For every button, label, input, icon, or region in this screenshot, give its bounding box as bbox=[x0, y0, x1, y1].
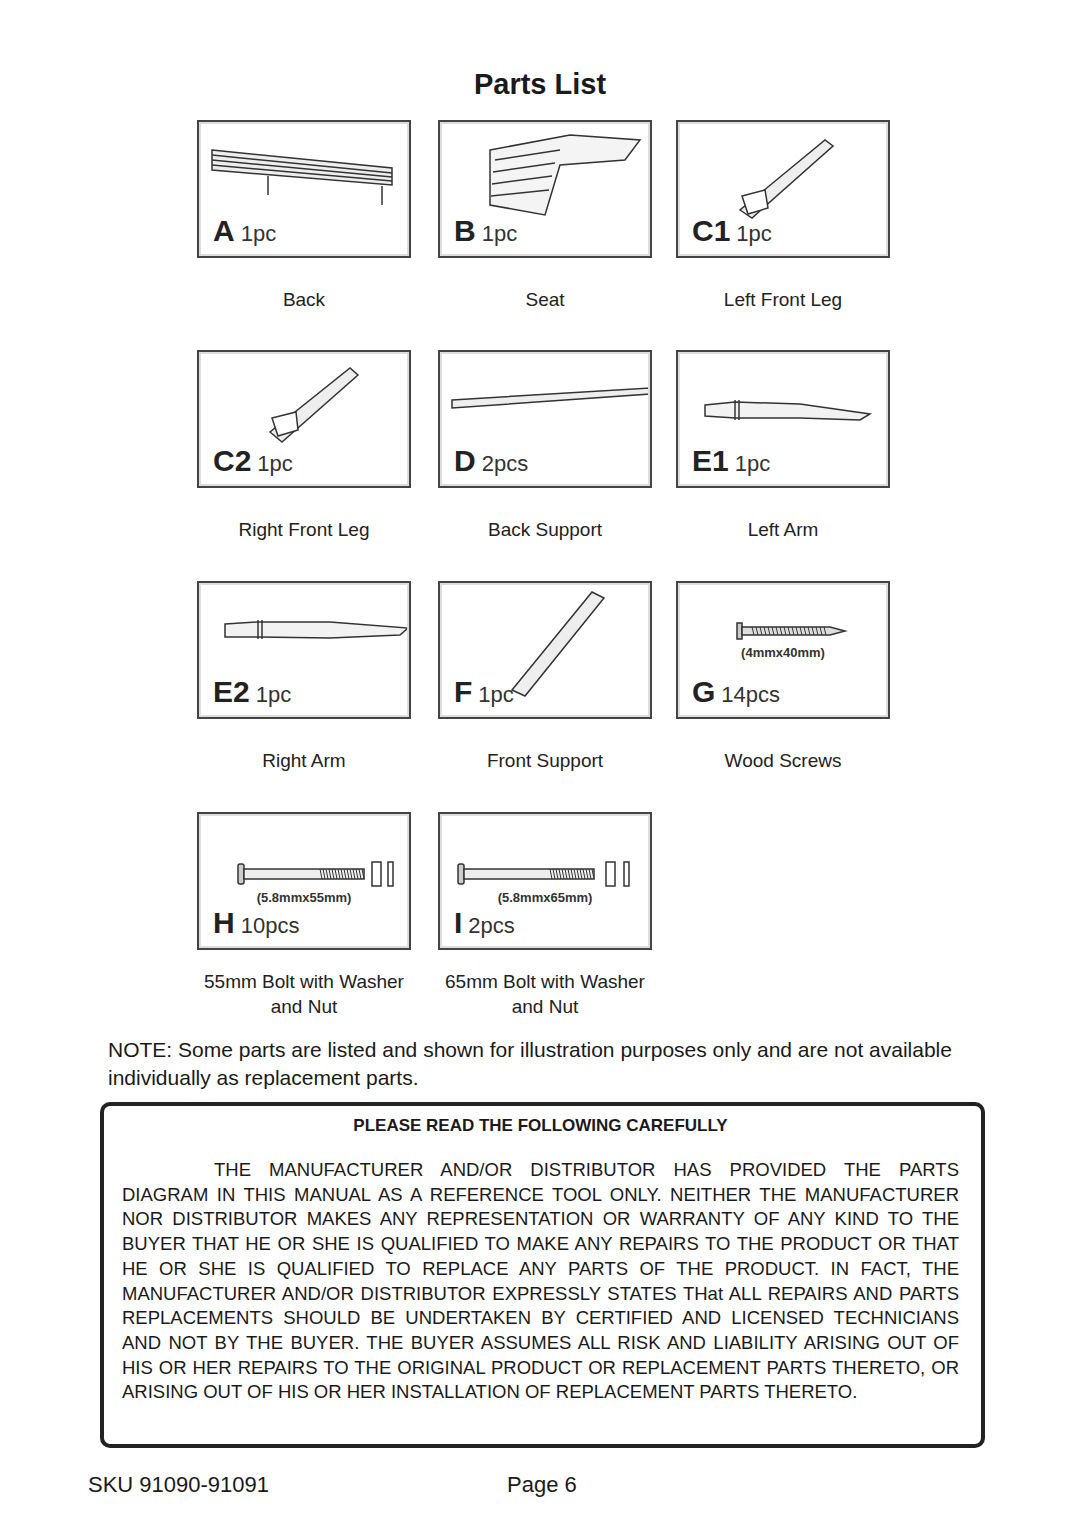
screw-illustration bbox=[737, 623, 845, 639]
callout-letter: G bbox=[692, 675, 715, 708]
part-name: Front Support bbox=[428, 748, 662, 773]
part-frame: (5.8mmx65mm)I2pcs bbox=[438, 812, 652, 950]
note-text: NOTE: Some parts are listed and shown fo… bbox=[108, 1036, 968, 1092]
page-title: Parts List bbox=[0, 68, 1080, 101]
part-quantity: 10pcs bbox=[241, 913, 300, 938]
part-frame: A1pc bbox=[197, 120, 411, 258]
part-name: 65mm Bolt with Washer and Nut bbox=[435, 969, 655, 1019]
part-name: Back Support bbox=[428, 517, 662, 542]
part-callout: I2pcs bbox=[454, 906, 515, 940]
part-quantity: 1pc bbox=[256, 682, 291, 707]
page-number: Page 6 bbox=[507, 1472, 577, 1498]
part-callout: C21pc bbox=[213, 444, 293, 478]
part-callout: E11pc bbox=[692, 444, 770, 478]
warning-box: PLEASE READ THE FOLLOWING CAREFULLY THE M… bbox=[100, 1102, 985, 1448]
part-quantity: 2pcs bbox=[468, 913, 514, 938]
board-illustration bbox=[512, 592, 604, 696]
leg-illustration bbox=[270, 368, 358, 442]
part-frame: D2pcs bbox=[438, 350, 652, 488]
arm-illustration bbox=[705, 400, 870, 420]
part-name: Seat bbox=[428, 287, 662, 312]
part-frame: (4mmx40mm) G14pcs bbox=[676, 581, 890, 719]
leg-illustration bbox=[740, 140, 833, 218]
callout-letter: F bbox=[454, 675, 472, 708]
part-name: Back bbox=[187, 287, 421, 312]
callout-letter: E2 bbox=[213, 675, 250, 708]
part-name: Left Front Leg bbox=[666, 287, 900, 312]
part-callout: C11pc bbox=[692, 214, 772, 248]
part-quantity: 1pc bbox=[736, 221, 771, 246]
arm-illustration bbox=[225, 620, 408, 639]
callout-letter: I bbox=[454, 906, 462, 939]
part-size: (4mmx40mm) bbox=[678, 645, 888, 660]
part-cell: (5.8mmx65mm)I2pcs 65mm Bolt with Washer a… bbox=[438, 812, 652, 1030]
part-quantity: 1pc bbox=[735, 451, 770, 476]
part-quantity: 2pcs bbox=[482, 451, 528, 476]
part-cell: D2pcsBack Support bbox=[438, 350, 652, 568]
callout-letter: H bbox=[213, 906, 235, 939]
part-name: Left Arm bbox=[666, 517, 900, 542]
part-frame: E11pc bbox=[676, 350, 890, 488]
part-callout: H10pcs bbox=[213, 906, 299, 940]
part-quantity: 14pcs bbox=[721, 682, 780, 707]
part-quantity: 1pc bbox=[478, 682, 513, 707]
part-name: 55mm Bolt with Washer and Nut bbox=[194, 969, 414, 1019]
bolt-illustration bbox=[458, 862, 629, 886]
part-cell: (5.8mmx55mm)H10pcs 55mm Bolt with Washer … bbox=[197, 812, 411, 1030]
part-name: Wood Screws bbox=[666, 748, 900, 773]
part-quantity: 1pc bbox=[241, 221, 276, 246]
part-name: Right Front Leg bbox=[187, 517, 421, 542]
part-name: Right Arm bbox=[187, 748, 421, 773]
part-cell: C21pcRight Front Leg bbox=[197, 350, 411, 568]
seat-illustration bbox=[490, 135, 640, 215]
board-illustration bbox=[452, 388, 650, 408]
callout-letter: C2 bbox=[213, 444, 251, 477]
part-frame: E21pc bbox=[197, 581, 411, 719]
part-callout: A1pc bbox=[213, 214, 276, 248]
callout-letter: D bbox=[454, 444, 476, 477]
part-cell: E11pcLeft Arm bbox=[676, 350, 890, 568]
part-cell: (4mmx40mm)G14pcsWood Screws bbox=[676, 581, 890, 799]
callout-letter: C1 bbox=[692, 214, 730, 247]
warning-heading: PLEASE READ THE FOLLOWING CAREFULLY bbox=[122, 1116, 959, 1136]
part-cell: F1pcFront Support bbox=[438, 581, 652, 799]
part-cell: B1pcSeat bbox=[438, 120, 652, 338]
callout-letter: B bbox=[454, 214, 476, 247]
part-cell: E21pcRight Arm bbox=[197, 581, 411, 799]
part-frame: F1pc bbox=[438, 581, 652, 719]
part-callout: E21pc bbox=[213, 675, 291, 709]
part-frame: C21pc bbox=[197, 350, 411, 488]
bolt-illustration bbox=[238, 862, 393, 886]
part-cell: C11pcLeft Front Leg bbox=[676, 120, 890, 338]
part-quantity: 1pc bbox=[482, 221, 517, 246]
part-callout: B1pc bbox=[454, 214, 517, 248]
part-frame: B1pc bbox=[438, 120, 652, 258]
part-frame: (5.8mmx55mm)H10pcs bbox=[197, 812, 411, 950]
back-illustration bbox=[212, 150, 392, 205]
part-quantity: 1pc bbox=[257, 451, 292, 476]
part-cell: A1pcBack bbox=[197, 120, 411, 338]
part-size: (5.8mmx65mm) bbox=[440, 890, 650, 905]
part-callout: D2pcs bbox=[454, 444, 528, 478]
callout-letter: E1 bbox=[692, 444, 729, 477]
part-size: (5.8mmx55mm) bbox=[199, 890, 409, 905]
part-callout: G14pcs bbox=[692, 675, 780, 709]
warning-body: THE MANUFACTURER AND/OR DISTRIBUTOR HAS … bbox=[122, 1158, 959, 1405]
part-callout: F1pc bbox=[454, 675, 514, 709]
callout-letter: A bbox=[213, 214, 235, 247]
part-frame: C11pc bbox=[676, 120, 890, 258]
sku-number: SKU 91090-91091 bbox=[88, 1472, 269, 1498]
